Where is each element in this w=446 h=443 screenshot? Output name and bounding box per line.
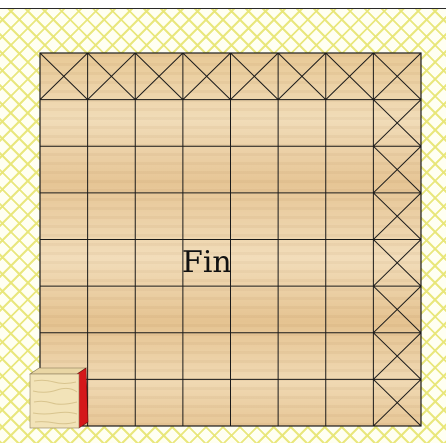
blocked-cell-top bbox=[326, 53, 374, 100]
blocked-cell-top bbox=[88, 53, 136, 100]
blocked-cell-top bbox=[183, 53, 231, 100]
blocked-cell-top bbox=[135, 53, 183, 100]
blocked-cell-right bbox=[373, 193, 421, 240]
blocked-cell-right bbox=[373, 286, 421, 333]
blocked-cell-right bbox=[373, 146, 421, 193]
blocked-cell-top bbox=[231, 53, 279, 100]
blocked-cell-top bbox=[40, 53, 88, 100]
blocked-cell-right bbox=[373, 333, 421, 380]
blocked-cell-right bbox=[373, 379, 421, 426]
blocked-cell-top bbox=[373, 53, 421, 100]
blocked-cell-right bbox=[373, 100, 421, 147]
status-message: Fin bbox=[182, 246, 232, 280]
blocked-cell-right bbox=[373, 240, 421, 287]
blocked-cell-top bbox=[278, 53, 326, 100]
wooden-block-piece[interactable] bbox=[28, 367, 92, 429]
